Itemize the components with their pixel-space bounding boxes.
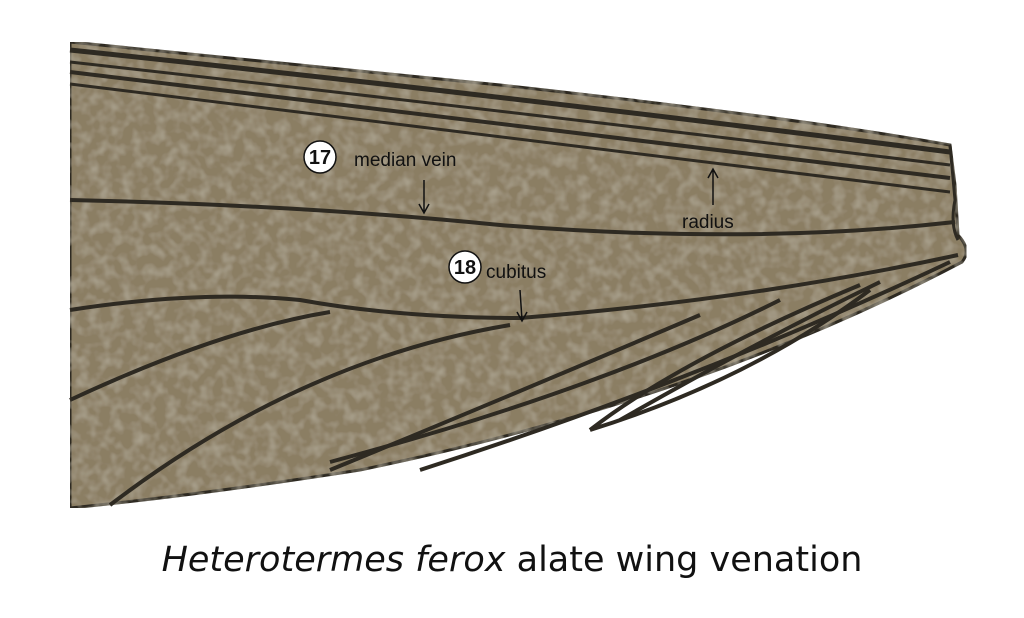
- label-text: radius: [682, 212, 734, 233]
- median-vein: [69, 198, 956, 237]
- label-number: 18: [454, 257, 476, 279]
- label-text: cubitus: [486, 262, 546, 283]
- species-name: Heterotermes ferox: [161, 540, 506, 580]
- arrow-icon: [707, 167, 719, 205]
- number-badge-18: [448, 250, 482, 284]
- radius-veins: [69, 47, 960, 241]
- figure-caption: Heterotermes ferox alate wing venation: [0, 540, 1024, 580]
- caption-text: alate wing venation: [516, 540, 863, 580]
- number-badge-17: [303, 140, 337, 174]
- label-number: 17: [309, 147, 331, 169]
- arrow-icon: [418, 180, 430, 215]
- arrow-icon: [516, 289, 528, 323]
- label-text: median vein: [354, 150, 456, 171]
- cubitus-veins: [69, 253, 959, 507]
- label-cubitus: 18 cubitus: [448, 250, 546, 323]
- label-radius: radius: [682, 167, 734, 233]
- label-median-vein: 17 median vein: [303, 140, 456, 215]
